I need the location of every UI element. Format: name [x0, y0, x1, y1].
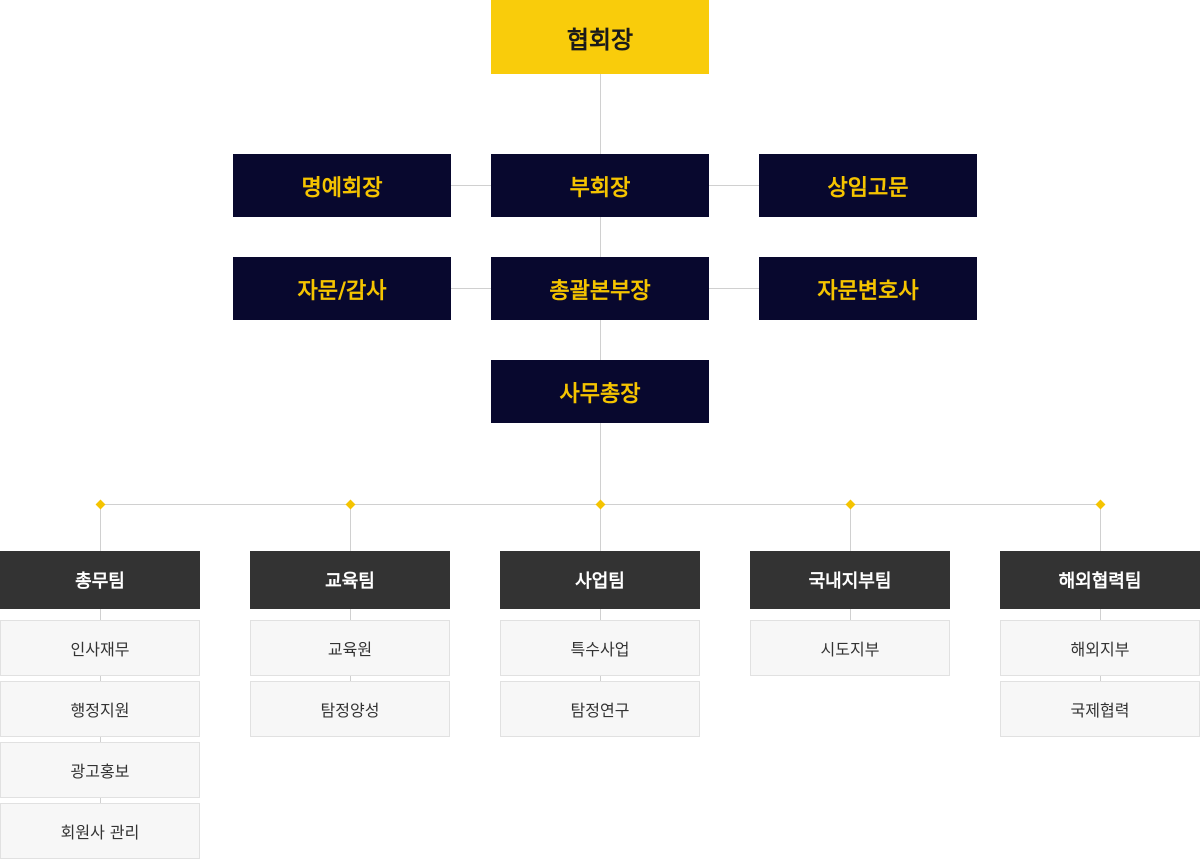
unit-label: 탐정양성: [320, 701, 380, 720]
connector-dot: [845, 499, 856, 510]
unit-box: 회원사 관리: [0, 803, 200, 859]
connector-team-drop: [100, 504, 101, 551]
team-box: 사업팀: [500, 551, 700, 609]
unit-box: 국제협력: [1000, 681, 1200, 737]
standing-advisor-label: 상임고문: [827, 175, 909, 201]
connector-dot: [95, 499, 106, 510]
unit-box: 시도지부: [750, 620, 950, 676]
team-label: 교육팀: [325, 571, 375, 592]
team-label: 해외협력팀: [1058, 571, 1142, 592]
connector-team-drop: [600, 504, 601, 551]
connector-unit-stack: [850, 609, 851, 623]
unit-label: 교육원: [327, 640, 373, 659]
advisor-auditor-box: 자문/감사: [233, 257, 451, 320]
team-box: 해외협력팀: [1000, 551, 1200, 609]
connector-team-drop: [350, 504, 351, 551]
unit-box: 특수사업: [500, 620, 700, 676]
unit-label: 특수사업: [570, 640, 630, 659]
chairman-label: 협회장: [566, 25, 634, 54]
connector-dot: [345, 499, 356, 510]
general-director-box: 총괄본부장: [491, 257, 709, 320]
chairman-box: 협회장: [491, 0, 709, 74]
team-box: 국내지부팀: [750, 551, 950, 609]
unit-label: 국제협력: [1070, 701, 1130, 720]
unit-label: 탐정연구: [570, 701, 630, 720]
unit-box: 광고홍보: [0, 742, 200, 798]
secretary-general-box: 사무총장: [491, 360, 709, 423]
unit-label: 광고홍보: [70, 762, 130, 781]
team-label: 사업팀: [575, 571, 625, 592]
unit-label: 행정지원: [70, 701, 130, 720]
connector-dot: [595, 499, 606, 510]
general-director-label: 총괄본부장: [549, 278, 651, 304]
standing-advisor-box: 상임고문: [759, 154, 977, 217]
honorary-chairman-label: 명예회장: [301, 175, 383, 201]
advisor-auditor-label: 자문/감사: [297, 278, 387, 304]
legal-advisor-label: 자문변호사: [817, 278, 919, 304]
unit-label: 해외지부: [1070, 640, 1130, 659]
team-box: 교육팀: [250, 551, 450, 609]
vice-chairman-box: 부회장: [491, 154, 709, 217]
team-label: 국내지부팀: [808, 571, 892, 592]
connector-team-drop: [850, 504, 851, 551]
team-label: 총무팀: [75, 571, 125, 592]
legal-advisor-box: 자문변호사: [759, 257, 977, 320]
unit-box: 탐정연구: [500, 681, 700, 737]
vice-chairman-label: 부회장: [569, 175, 631, 201]
unit-box: 탐정양성: [250, 681, 450, 737]
unit-label: 인사재무: [70, 640, 130, 659]
unit-box: 교육원: [250, 620, 450, 676]
connector-dot: [1095, 499, 1106, 510]
unit-label: 회원사 관리: [60, 823, 140, 842]
unit-box: 행정지원: [0, 681, 200, 737]
honorary-chairman-box: 명예회장: [233, 154, 451, 217]
unit-label: 시도지부: [820, 640, 880, 659]
team-box: 총무팀: [0, 551, 200, 609]
unit-box: 인사재무: [0, 620, 200, 676]
connector-team-drop: [1100, 504, 1101, 551]
unit-box: 해외지부: [1000, 620, 1200, 676]
secretary-general-label: 사무총장: [559, 381, 641, 407]
